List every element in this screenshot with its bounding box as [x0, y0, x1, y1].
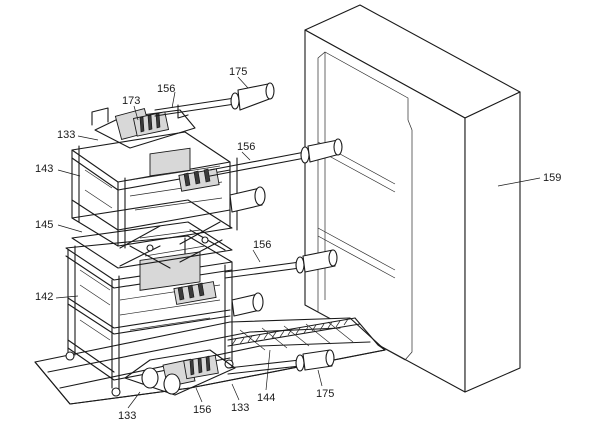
- label-145: 145: [35, 219, 53, 231]
- shaft-top-body: [154, 97, 236, 117]
- leader-156-mid: [241, 151, 251, 161]
- upper-post-left: [71, 145, 80, 223]
- leader-156-bottom: [195, 387, 203, 403]
- leader-133-bottom-right: [231, 383, 240, 401]
- leader-173: [133, 105, 139, 121]
- rack-bar: [227, 317, 361, 347]
- upper-mid-rail: [71, 199, 231, 231]
- bottom-wheel-left: [141, 367, 159, 389]
- cylinder-upper-end: [254, 186, 266, 206]
- leader-lines: [55, 76, 541, 409]
- shaft-mid: [209, 138, 343, 177]
- roller-low: [302, 249, 336, 273]
- cylinder-lower-end: [252, 292, 264, 312]
- scissor-detail: [139, 229, 206, 257]
- label-156-mid: 156: [237, 141, 255, 153]
- leader-142: [55, 295, 79, 299]
- scissor-pivot-2: [201, 236, 209, 244]
- rack-teeth: [231, 318, 349, 346]
- wheel-1: [65, 351, 75, 361]
- cabinet-159: [304, 4, 521, 393]
- lower-gearbox: [139, 251, 201, 291]
- lower-bottom-rail-inner: [67, 339, 115, 373]
- leader-145: [57, 224, 83, 233]
- lower-top-frame: [65, 235, 233, 281]
- shaft-mid-body: [209, 151, 306, 177]
- leader-143: [57, 169, 81, 177]
- roller-low-end: [328, 249, 338, 267]
- bottom-wheel-mid: [163, 373, 181, 395]
- top-bracket-right: [177, 104, 189, 119]
- lower-post-right: [224, 261, 233, 363]
- leader-175-top: [237, 76, 249, 89]
- lower-motor: [173, 281, 217, 305]
- shaft-top-collar: [230, 92, 240, 110]
- leader-144: [265, 349, 271, 391]
- cylinder-upper-body: [229, 187, 263, 213]
- cabinet-side-face: [464, 91, 521, 393]
- label-143: 143: [35, 163, 53, 175]
- bottom-carriage: [124, 349, 335, 396]
- shaft-low: [224, 249, 338, 279]
- bottom-motor-fins: [189, 355, 211, 376]
- leader-156-low: [252, 249, 261, 263]
- label-144: 144: [257, 392, 275, 404]
- top-motor-fins: [139, 112, 161, 133]
- cabinet-slot-2: [317, 227, 396, 279]
- top-bracket-left: [91, 107, 109, 126]
- leader-133-bottom-left: [127, 391, 141, 409]
- label-175-top: 175: [229, 66, 247, 78]
- lower-side-lines: [79, 269, 111, 341]
- rail-end: [354, 317, 386, 351]
- leader-175-bottom: [317, 369, 323, 387]
- label-133-bottom-left: 133: [118, 410, 136, 422]
- label-156-bottom: 156: [193, 404, 211, 416]
- shaft-low-body: [224, 261, 301, 279]
- lower-mid-rail-inner: [67, 303, 231, 335]
- top-carriage-plate: [94, 109, 196, 149]
- label-156-low: 156: [253, 239, 271, 251]
- leader-159: [497, 177, 541, 187]
- roller-mid-end: [333, 138, 343, 156]
- label-173: 173: [122, 95, 140, 107]
- roller-top-end: [265, 82, 275, 100]
- roller-bottom-end: [325, 349, 335, 367]
- shaft-low-collar: [295, 256, 305, 274]
- leader-133-left: [77, 135, 99, 141]
- label-142: 142: [35, 291, 53, 303]
- rail-inner-edge-1: [47, 327, 341, 373]
- leader-156-top: [171, 91, 176, 109]
- upper-post-mid: [117, 177, 126, 249]
- wheel-2: [111, 387, 121, 397]
- lower-post-left-front: [67, 245, 76, 356]
- upper-gearbox: [149, 147, 191, 177]
- cylinder-lower: [231, 292, 264, 317]
- scissor-pivot-1: [146, 244, 154, 252]
- cylinder-upper: [229, 186, 266, 213]
- label-133-left: 133: [57, 129, 75, 141]
- roller-175-bottom: [302, 349, 333, 371]
- top-carriage: [91, 104, 196, 149]
- scissor-upper-plate: [71, 199, 233, 247]
- scissor-lower-plate: [71, 221, 233, 269]
- scissor-arms: [119, 221, 223, 267]
- lower-motor-fins: [177, 282, 205, 301]
- shaft-mid-collar: [300, 146, 310, 164]
- upper-motor-fins: [183, 168, 211, 187]
- frame-upper-143: [71, 131, 238, 249]
- label-156-top: 156: [157, 83, 175, 95]
- lower-mid-rail: [67, 297, 231, 329]
- label-133-bottom-right: 133: [231, 402, 249, 414]
- rail-outer-edge: [34, 349, 386, 405]
- label-175-bottom: 175: [316, 388, 334, 400]
- upper-side-lines: [84, 169, 113, 209]
- bottom-shaft-collar: [295, 354, 305, 372]
- label-159: 159: [543, 172, 561, 184]
- shaft-top: [154, 82, 275, 117]
- bottom-shaft: [227, 359, 301, 375]
- scissor-lift-145: [71, 199, 233, 269]
